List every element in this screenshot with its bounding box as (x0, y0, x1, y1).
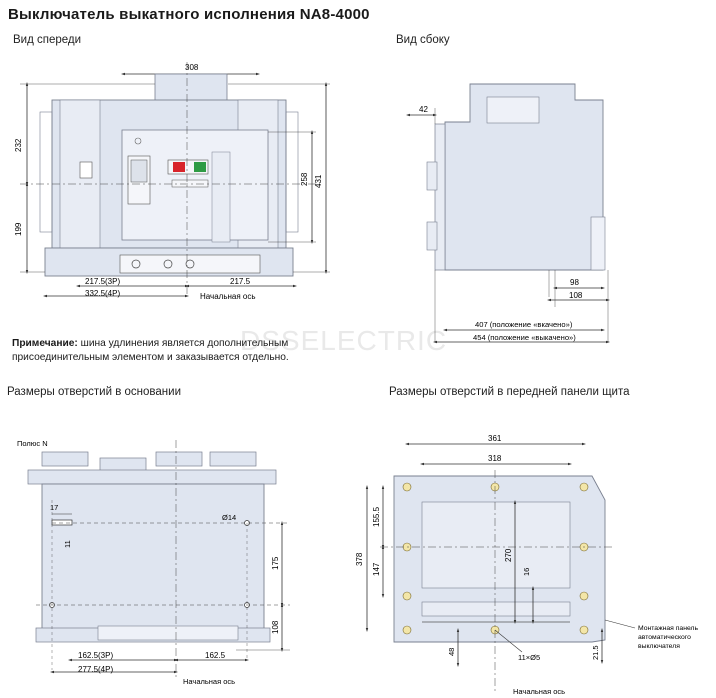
watermark-text: DSSELECTRIC (240, 325, 448, 356)
dim-407: 407 (положение «вкачено») (475, 320, 573, 329)
dim-431: 431 (314, 174, 323, 188)
front-view-drawing: 308 232 199 258 431 217.5(3P) 332.5(4P) … (14, 62, 330, 301)
dim-361: 361 (488, 434, 502, 443)
dim-16: 16 (522, 568, 531, 576)
dim-332-5-4p: 332.5(4P) (85, 289, 120, 298)
origin-label-base: Начальная ось (183, 677, 235, 686)
dim-d14: Ø14 (222, 513, 236, 522)
dim-232: 232 (14, 138, 23, 152)
dim-108-base: 108 (271, 620, 280, 634)
dim-308: 308 (185, 63, 199, 72)
note-label: Примечание: (12, 338, 78, 349)
note-block: Примечание: шина удлинения является допо… (12, 337, 342, 365)
dim-147: 147 (372, 562, 381, 576)
dim-11: 11 (63, 540, 72, 548)
side-view-drawing: 42 98 108 407 (положение «вкачено») 454 … (406, 83, 610, 344)
origin-label-panel: Начальная ось (513, 687, 565, 696)
origin-label-front: Начальная ось (200, 292, 256, 301)
dim-217-5: 217.5 (230, 277, 251, 286)
dim-42: 42 (419, 105, 428, 114)
base-holes-drawing: Полюс N 17 11 Ø14 175 108 162.5(3P) 277.… (17, 439, 290, 686)
mount-note-line3: выключателя (638, 643, 680, 650)
dim-48: 48 (447, 648, 456, 656)
green-button-icon (194, 162, 206, 172)
page-title: Выключатель выкатного исполнения NA8-400… (8, 6, 370, 23)
dim-155-5: 155.5 (372, 506, 381, 527)
dim-199: 199 (14, 222, 23, 236)
dim-318: 318 (488, 454, 502, 463)
dim-98: 98 (570, 278, 579, 287)
panel-holes-heading: Размеры отверстий в передней панели щита (389, 386, 630, 398)
dim-11x5: 11×Ø5 (518, 653, 540, 662)
dim-454: 454 (положение «выкачено») (473, 333, 576, 342)
dim-162-5: 162.5 (205, 651, 226, 660)
red-button-icon (173, 162, 185, 172)
dim-17: 17 (50, 503, 58, 512)
dim-21-5: 21.5 (591, 645, 600, 660)
dim-270: 270 (504, 548, 513, 562)
dim-217-5-3p: 217.5(3P) (85, 277, 120, 286)
dim-175: 175 (271, 556, 280, 570)
pole-n-label: Полюс N (17, 439, 48, 448)
panel-holes-drawing: 361 318 378 155.5 147 270 16 48 21.5 11×… (355, 434, 698, 696)
mount-note-line2: автоматического (638, 634, 691, 641)
dim-258: 258 (300, 172, 309, 186)
dim-162-5-3p: 162.5(3P) (78, 651, 113, 660)
front-view-label: Вид спереди (13, 34, 82, 46)
dim-378: 378 (355, 552, 364, 566)
dim-277-5-4p: 277.5(4P) (78, 665, 113, 674)
base-holes-heading: Размеры отверстий в основании (7, 386, 181, 398)
mount-note-line1: Монтажная панель (638, 625, 698, 632)
dim-108: 108 (569, 291, 583, 300)
side-view-label: Вид сбоку (396, 34, 450, 46)
note-text: шина удлинения является дополнительным п… (12, 338, 289, 363)
